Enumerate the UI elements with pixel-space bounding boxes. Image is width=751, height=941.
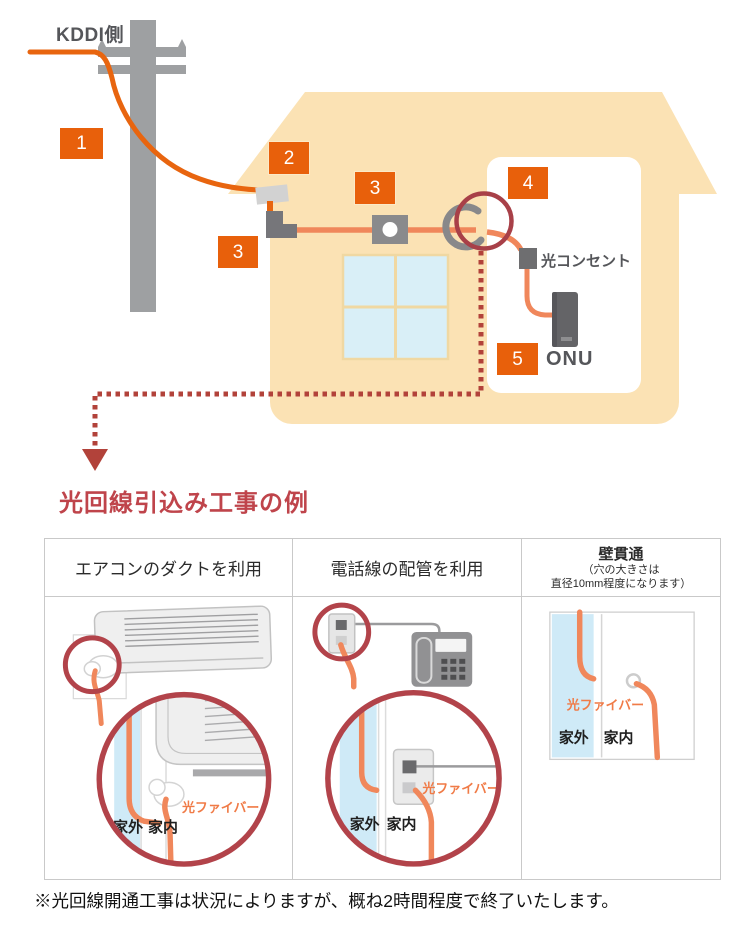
- room-cutout: [487, 157, 641, 393]
- wall-bracket: [266, 211, 297, 238]
- handset: [415, 636, 433, 684]
- table-divider: [45, 596, 720, 597]
- column-note: （穴の大きさは: [582, 564, 660, 577]
- cell-wall-penetration: 光ファイバー 家外 家内: [522, 597, 720, 879]
- magnified-view: 光ファイバー 家外 家内: [327, 692, 500, 864]
- column-header-aircon: エアコンのダクトを利用: [45, 539, 292, 596]
- outside-label: 家外: [350, 815, 380, 833]
- onu-device: [552, 292, 578, 347]
- column-note: 直径10mm程度になります）: [550, 578, 692, 590]
- column-title: エアコンのダクトを利用: [75, 560, 262, 579]
- column-header-wall: 壁貫通 （穴の大きさは 直径10mm程度になります）: [522, 539, 720, 596]
- fiber-cable: [338, 642, 357, 690]
- keypad: [441, 658, 466, 680]
- big-highlight-circle: [96, 691, 272, 867]
- fiber-cable-inside: [633, 681, 661, 761]
- step-badge-4: 4: [508, 167, 548, 199]
- outdoor-band: [339, 692, 377, 864]
- cable-clamp: [372, 215, 408, 244]
- inside-label: 家内: [604, 728, 634, 746]
- small-highlight-circle: [312, 602, 372, 662]
- utility-pole: [98, 20, 186, 312]
- installation-examples-table: エアコンのダクトを利用 電話線の配管を利用 壁貫通 （穴の大きさは 直径10mm…: [44, 538, 721, 880]
- eave-connector: [255, 184, 289, 205]
- outdoor-band: [551, 614, 594, 758]
- highlight-circle: [454, 191, 514, 251]
- fiber-cable-outside: [358, 692, 380, 794]
- optical-outlet-label: 光コンセント: [541, 253, 632, 270]
- inside-label: 家内: [148, 818, 178, 836]
- footnote: ※光回線開通工事は状況によりますが、概ね2時間程度で終了いたします。: [34, 891, 619, 911]
- step-badge-3b: 3: [355, 172, 395, 204]
- house-diagram: [27, 20, 717, 471]
- cell-phone-conduit: 光ファイバー 家外 家内: [293, 597, 521, 879]
- fiber-cable-outside: [576, 609, 597, 682]
- telephone: [411, 631, 473, 687]
- fiber-cable-outside: [126, 694, 162, 826]
- step-badge-1: 1: [60, 128, 103, 159]
- fiber-cable: [91, 668, 104, 727]
- fiber-label: 光ファイバー: [181, 800, 259, 815]
- phone-jack: [335, 620, 347, 630]
- step-badge-2: 2: [269, 142, 309, 174]
- fiber-cable-inside: [412, 787, 435, 864]
- fiber-label: 光ファイバー: [421, 781, 499, 796]
- phone-illustration: 光ファイバー 家外 家内: [312, 602, 502, 867]
- aircon-illustration: 光ファイバー 家外 家内: [62, 605, 273, 867]
- onu-label: ONU: [546, 348, 594, 370]
- pointer-arrowhead: [82, 449, 108, 471]
- big-highlight-circle: [325, 689, 502, 867]
- optical-outlet-box: [519, 248, 537, 269]
- indoor-fiber-cable: [524, 269, 552, 318]
- kddi-side-label: KDDI側: [56, 25, 124, 46]
- column-header-phone: 電話線の配管を利用: [293, 539, 521, 596]
- small-highlight-circle: [62, 635, 122, 695]
- step-badge-3a: 3: [218, 236, 258, 268]
- cell-aircon-duct: 光ファイバー 家外 家内: [45, 597, 292, 879]
- phone-cord: [353, 622, 441, 635]
- aerial-fiber-cable: [27, 49, 261, 193]
- fiber-cable-inside: [162, 796, 174, 865]
- outside-label: 家外: [559, 728, 589, 746]
- inside-label: 家内: [387, 815, 417, 833]
- magnified-view: 光ファイバー 家外 家内: [99, 694, 269, 865]
- fiber-label: 光ファイバー: [566, 698, 644, 713]
- table-divider: [292, 539, 293, 879]
- column-title: 壁貫通: [598, 546, 644, 564]
- column-title: 電話線の配管を利用: [330, 560, 484, 579]
- section-heading: 光回線引込み工事の例: [59, 490, 309, 517]
- wall-illustration: 光ファイバー 家外 家内: [549, 609, 695, 761]
- spare-jack: [335, 635, 347, 645]
- table-divider: [521, 539, 522, 879]
- phone-screen: [435, 638, 467, 652]
- pointer-dashed-line: [92, 251, 484, 446]
- step-badge-5: 5: [497, 343, 538, 375]
- window: [341, 253, 450, 361]
